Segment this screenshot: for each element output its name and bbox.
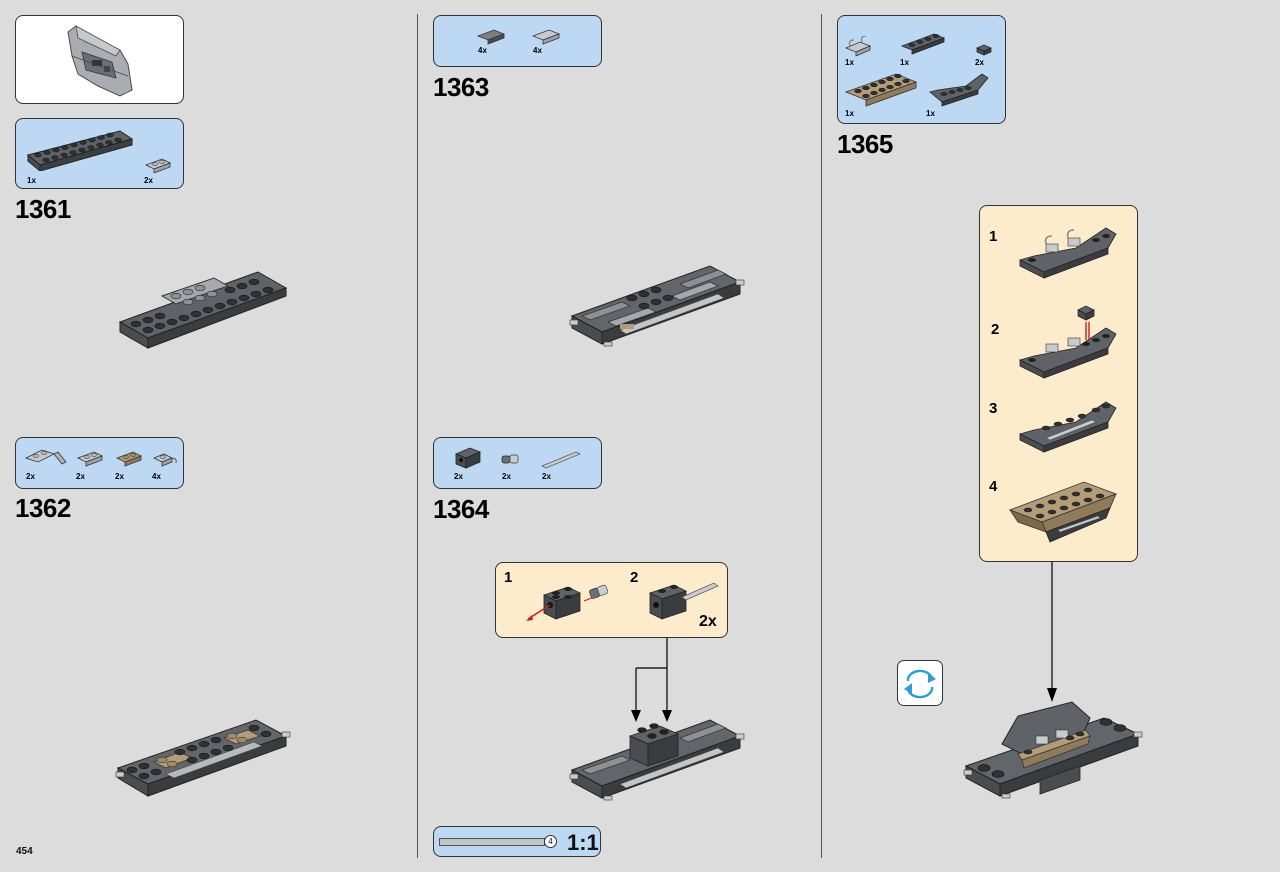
- part-quantity: 2x: [542, 472, 551, 481]
- plate-1x1-clip-light-gray-icon: [153, 453, 177, 467]
- plate-1x4-dark-gray-icon: [900, 33, 946, 55]
- part-quantity: 2x: [144, 176, 153, 185]
- part-quantity: 2x: [115, 472, 124, 481]
- substep-1-assembly: [1018, 227, 1117, 279]
- step-number: 1364: [433, 494, 489, 524]
- plate-1x1-dark-gray-icon: [976, 44, 992, 56]
- plate-1x2-light-gray-icon: [77, 451, 103, 467]
- plate-2x10-dark-gray-icon: [26, 130, 134, 171]
- clip-plate-light-gray-icon: [844, 36, 872, 57]
- tile-1x2-dark-gray-icon: [476, 29, 506, 45]
- step-number: 1365: [837, 129, 893, 159]
- part-quantity: 1x: [926, 109, 935, 118]
- step-1365-parts-list: 1x 1x 2x 1x 1x: [837, 15, 1006, 124]
- step-number: 1363: [433, 72, 489, 102]
- substep-number: 1: [504, 569, 513, 586]
- part-quantity: 2x: [76, 472, 85, 481]
- substep-number: 2: [991, 321, 1000, 338]
- step-1364-parts-list: 2x 2x 2x: [433, 437, 602, 489]
- part-quantity: 1x: [27, 176, 36, 185]
- plate-1x2-light-gray-icon: [145, 158, 171, 173]
- tile-1x2-light-gray-icon: [531, 29, 561, 45]
- step-1361-parts-list: 1x 2x: [15, 118, 184, 189]
- step-1365-assembly: [963, 701, 1143, 799]
- scale-label: 1:1: [567, 830, 599, 855]
- substep-2-axle-insertion: [648, 582, 719, 620]
- step-1365-placement-arrow: [1047, 562, 1057, 702]
- step-1362-parts-list: 2x 2x 2x 4x: [15, 437, 184, 489]
- plate-1x2-tan-icon: [116, 451, 142, 467]
- substep-1-pin-insertion: [526, 584, 609, 621]
- submodel-thumbnail: [15, 15, 184, 104]
- substep-number: 4: [989, 478, 998, 495]
- part-quantity: 2x: [975, 58, 984, 67]
- pin-connector-icon: [501, 454, 519, 464]
- axle-scale-reference: 4 1:1: [433, 826, 601, 857]
- part-quantity: 4x: [533, 46, 542, 55]
- part-quantity: 2x: [26, 472, 35, 481]
- part-quantity: 2x: [454, 472, 463, 481]
- substep-3-assembly: [1018, 401, 1117, 453]
- substep-number: 2: [630, 569, 639, 586]
- step-1362-assembly: [115, 719, 291, 797]
- substep-4-assembly: [1008, 481, 1118, 543]
- wedge-plate-dark-gray-icon: [929, 73, 989, 107]
- part-quantity: 2x: [502, 472, 511, 481]
- substep-multiplier: 2x: [699, 613, 717, 630]
- step-1364-subassembly-callout: 1 2 2x: [495, 562, 728, 638]
- substep-number: 3: [989, 400, 998, 417]
- step-1364-assembly: [569, 719, 745, 801]
- step-number: 1361: [15, 194, 71, 224]
- column-divider-right: [821, 14, 822, 858]
- axle-light-gray-icon: [541, 451, 581, 469]
- bracket-light-gray-icon: [24, 449, 67, 465]
- step-1361-assembly: [118, 271, 288, 349]
- part-quantity: 4x: [478, 46, 487, 55]
- part-quantity: 1x: [845, 109, 854, 118]
- part-quantity: 4x: [152, 472, 161, 481]
- plate-2x6-tan-icon: [844, 73, 918, 107]
- rotate-model-icon: [897, 660, 943, 706]
- substep-2-assembly: [1018, 305, 1117, 379]
- axle-length-badge: 4: [544, 835, 557, 848]
- column-divider-left: [417, 14, 418, 858]
- part-quantity: 1x: [900, 58, 909, 67]
- substep-number: 1: [989, 228, 998, 245]
- step-1364-placement-arrows: [631, 638, 672, 722]
- part-quantity: 1x: [845, 58, 854, 67]
- axle-1to1-image: [439, 838, 545, 846]
- step-number: 1362: [15, 493, 71, 523]
- page-number: 454: [16, 846, 33, 857]
- step-1365-subassembly-callout: 1 2 3 4: [979, 205, 1138, 562]
- step-1363-parts-list: 4x 4x: [433, 15, 602, 67]
- step-1363-assembly: [569, 265, 745, 347]
- submodel-preview-image: [67, 25, 133, 97]
- technic-brick-1x2-dark-gray-icon: [454, 447, 482, 469]
